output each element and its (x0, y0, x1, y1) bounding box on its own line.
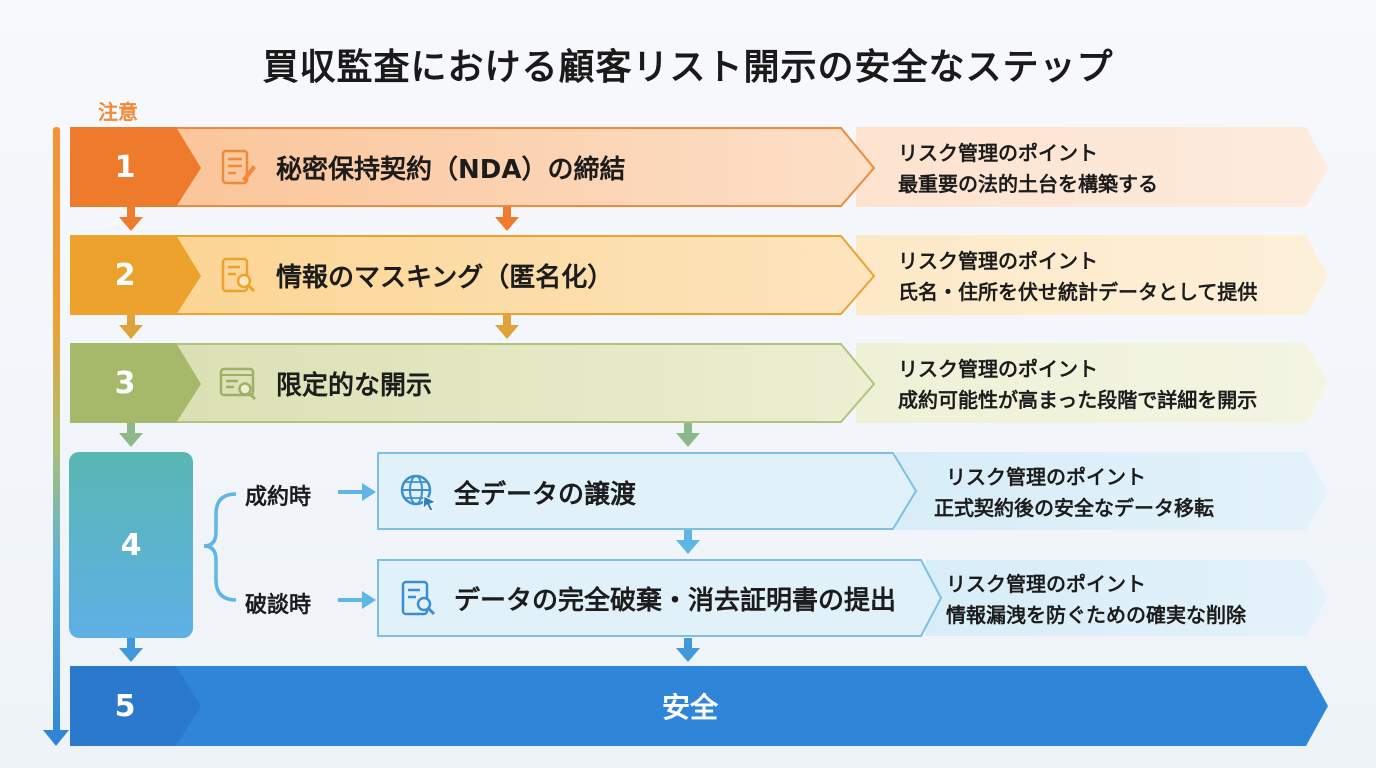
caution-label: 注意 (98, 100, 138, 124)
page-title: 買収監査における顧客リスト開示の安全なステップ (262, 47, 1114, 88)
branch-fail-risk-text: 情報漏洩を防ぐための確実な削除 (946, 603, 1246, 627)
step2-label: 情報のマスキング（匿名化） (276, 262, 614, 293)
branch-fail-arrow (338, 598, 364, 602)
step3-number: 3 (114, 365, 136, 401)
arrow-3-4-left-stem (127, 423, 135, 433)
branch-success-arrow (338, 490, 364, 494)
step3-risk-text: 成約可能性が高まった段階で詳細を開示 (898, 388, 1258, 412)
step1-shapes (70, 127, 1328, 207)
arrow-4-5-center-stem (684, 638, 692, 648)
globe-cursor-icon (400, 474, 438, 512)
step5-shapes (70, 666, 1328, 746)
step3-shapes (70, 343, 1328, 423)
document-search-icon (221, 257, 256, 293)
step1-risk-text: 最重要の法的土台を構築する (898, 172, 1158, 196)
branch-success-label: 成約時 (245, 485, 312, 510)
step3-risk-title: リスク管理のポイント (898, 357, 1098, 381)
arrow-3-4-center-stem (684, 423, 692, 433)
arrow-3-4-left (119, 433, 143, 447)
caution-axis (53, 127, 60, 742)
step4-shapes (69, 452, 1328, 638)
arrow-branch (676, 540, 700, 554)
document-search-icon (401, 580, 436, 616)
step5-label: 安全 (661, 691, 718, 724)
arrow-4-5-center (676, 648, 700, 662)
arrow-1-2-left-stem (127, 207, 135, 217)
branch-fail-arrowhead (362, 591, 376, 609)
arrow-branch-stem (684, 530, 692, 540)
arrow-1-2-center-stem (503, 207, 511, 217)
step2-risk-title: リスク管理のポイント (898, 249, 1098, 273)
branch-success-arrowhead (362, 483, 376, 501)
step1-risk-title: リスク管理のポイント (898, 141, 1098, 165)
step2-risk-text: 氏名・住所を伏せ統計データとして提供 (898, 280, 1258, 304)
window-search-icon (219, 367, 257, 401)
arrow-4-5-left-stem (127, 638, 135, 648)
arrow-2-3-center-stem (503, 315, 511, 325)
branch-success-risk-title: リスク管理のポイント (946, 465, 1146, 489)
branch-fail-text: データの完全破棄・消去証明書の提出 (454, 585, 897, 616)
step3-label: 限定的な開示 (276, 370, 433, 401)
branch-success-text: 全データの譲渡 (454, 479, 637, 510)
branch-fail-risk-title: リスク管理のポイント (946, 572, 1146, 596)
step2-number: 2 (114, 257, 136, 293)
step5-number: 5 (114, 688, 136, 724)
branch-success-risk-text: 正式契約後の安全なデータ移転 (934, 496, 1214, 520)
arrow-2-3-center (495, 325, 519, 339)
branch-fail-label: 破談時 (245, 593, 312, 618)
caution-axis-arrowhead (43, 730, 69, 746)
arrow-4-5-left (119, 648, 143, 662)
arrow-3-4-center (676, 433, 700, 447)
step1-number: 1 (114, 149, 136, 185)
step4-number: 4 (120, 527, 142, 563)
step1-label: 秘密保持契約（NDA）の締結 (276, 154, 626, 185)
step2-shapes (70, 235, 1328, 315)
document-pen-icon (221, 149, 256, 185)
arrow-1-2-center (495, 217, 519, 231)
arrow-1-2-left (119, 217, 143, 231)
arrow-2-3-left (119, 325, 143, 339)
arrow-2-3-left-stem (127, 315, 135, 325)
